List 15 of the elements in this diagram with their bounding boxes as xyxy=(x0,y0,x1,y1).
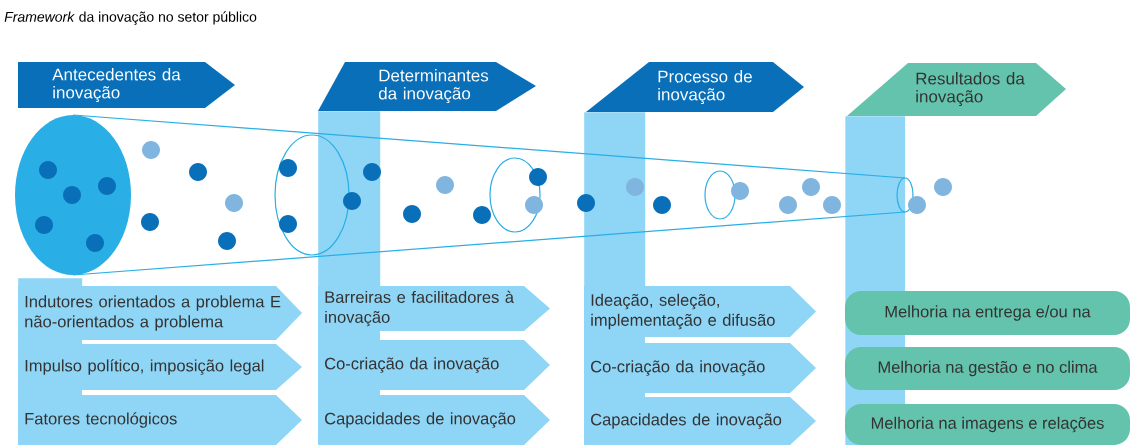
column-bar xyxy=(18,278,83,287)
arrow-box: Barreiras e facilitadores à inovação xyxy=(318,286,550,331)
column-bar xyxy=(318,111,381,287)
arrow-box: Impulso político, imposição legal xyxy=(18,340,302,390)
result-pill: Melhoria na entrega e/ou na xyxy=(845,291,1130,335)
result-pill: Melhoria na gestão e no clima xyxy=(845,347,1130,390)
arrow-box: Co-criação da inovação xyxy=(584,337,816,393)
column-bar xyxy=(584,112,646,287)
arrow-box: Co-criação da inovação xyxy=(318,331,550,390)
result-pill: Melhoria na imagens e relações xyxy=(845,404,1130,445)
arrow-box: Capacidades de inovação xyxy=(584,393,816,445)
arrow-box: Capacidades de inovação xyxy=(318,390,550,445)
title: Framework da inovação no setor público xyxy=(4,11,257,25)
arrow-box: Fatores tecnológicos xyxy=(18,390,302,445)
arrow-box: Ideação, seleção, implementação e difusão xyxy=(584,286,816,337)
